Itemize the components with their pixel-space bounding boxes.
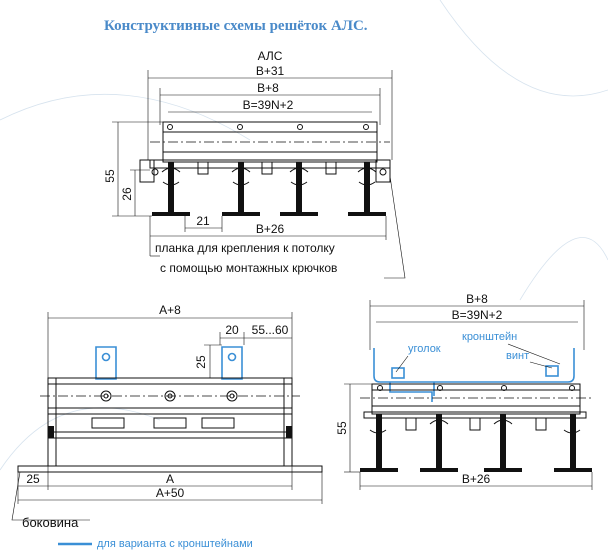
label-side: боковина — [22, 515, 79, 530]
label-screw: винт — [506, 350, 529, 362]
dim-a8: A+8 — [159, 303, 181, 317]
note-line-2: с помощью монтажных крючков — [160, 261, 337, 275]
dim-25-vertical: 25 — [194, 355, 208, 369]
front-dim-55: 55 — [335, 421, 349, 435]
dim-b31: B+31 — [256, 64, 285, 78]
dim-20: 20 — [225, 323, 239, 337]
front-dim-b8: B+8 — [466, 292, 488, 306]
dim-55: 55 — [103, 169, 117, 183]
front-view: B+8 B=39N+2 уголок кронштейн винт — [335, 292, 593, 490]
front-dim-39n2: B=39N+2 — [452, 308, 503, 322]
dim-b8: B+8 — [257, 81, 279, 95]
dim-55-60: 55...60 — [252, 323, 289, 337]
label-bracket: кронштейн — [462, 331, 517, 343]
dim-a: A — [166, 472, 174, 486]
note-line-1: планка для крепления к потолку — [155, 241, 335, 255]
title: Конструктивные схемы решёток АЛС. — [104, 18, 368, 34]
background-decoration — [0, 0, 608, 471]
label-corner: уголок — [408, 343, 441, 355]
dim-b26: B+26 — [256, 222, 285, 236]
dim-25-horizontal: 25 — [26, 472, 40, 486]
dim-a50: A+50 — [156, 486, 185, 500]
dim-21: 21 — [196, 214, 210, 228]
front-dim-b26: B+26 — [462, 472, 491, 486]
legend: для варианта с кронштейнами — [58, 538, 253, 550]
legend-text: для варианта с кронштейнами — [97, 538, 253, 550]
slats-front-view — [360, 414, 592, 472]
slats-top-view — [152, 161, 386, 216]
side-view: A+8 20 55...60 25 — [11, 303, 323, 530]
dim-39n2: B=39N+2 — [243, 98, 294, 112]
model-label: АЛС — [258, 49, 283, 63]
top-view: АЛС B+31 B+8 B=39N+2 — [103, 49, 406, 279]
dim-26: 26 — [120, 187, 134, 201]
